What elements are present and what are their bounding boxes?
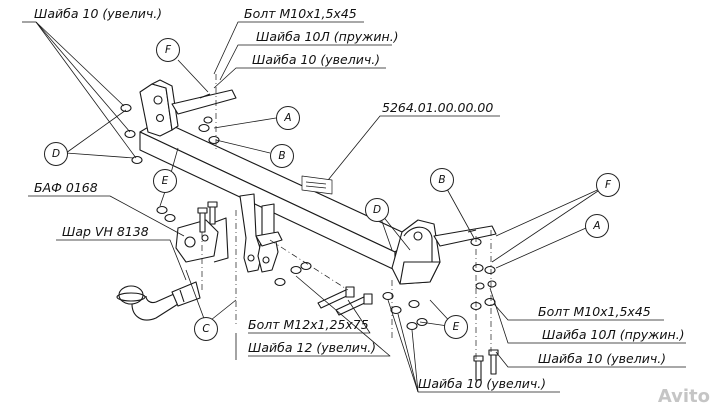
label-ball: Шар VH 8138 (62, 224, 149, 239)
callout-a-top: A (276, 106, 300, 130)
label-washer10-top-left: Шайба 10 (увелич.) (34, 6, 163, 21)
label-spring-washer-bottom: Шайба 10Л (пружин.) (542, 327, 685, 342)
bolt-m10-a (473, 355, 484, 381)
tow-ball (116, 281, 201, 321)
bolt-center-b (197, 207, 208, 233)
label-baf: БАФ 0168 (34, 180, 98, 195)
label-washer10-bottom: Шайба 10 (увелич.) (418, 376, 547, 391)
bolt-m12-a (317, 286, 355, 309)
label-bolt-bottom-right: Болт М10х1,5х45 (538, 304, 651, 319)
callout-a-right: A (585, 214, 609, 238)
label-spring-washer-top: Шайба 10Л (пружин.) (256, 29, 399, 44)
callout-c: C (194, 317, 218, 341)
callout-e-left: E (153, 169, 177, 193)
center-bracket (239, 193, 283, 273)
baf-plate (175, 217, 229, 263)
avito-watermark: Avito (657, 386, 710, 407)
bolt-center-a (207, 201, 218, 225)
washers (120, 103, 497, 331)
label-bolt-bottom-left: Болт М12х1,25х75 (248, 317, 369, 332)
leader-lines (22, 21, 686, 393)
left-bracket (139, 79, 237, 137)
beam-label-plate (301, 175, 333, 195)
label-washer10-top: Шайба 10 (увелич.) (252, 52, 381, 67)
right-bracket (391, 219, 497, 285)
label-part-number: 5264.01.00.00.00 (382, 100, 494, 115)
bolt-m12-b (335, 293, 373, 316)
label-washer12: Шайба 12 (увелич.) (248, 340, 377, 355)
callout-d-right: D (365, 198, 389, 222)
callout-b-right: B (430, 168, 454, 192)
bolt-m10-b (488, 349, 499, 375)
callout-f-top: F (156, 38, 180, 62)
label-washer10-bottom-right: Шайба 10 (увелич.) (538, 351, 667, 366)
callout-e-right: E (444, 315, 468, 339)
callout-b-top: B (270, 144, 294, 168)
label-bolt-top: Болт М10х1,5х45 (244, 6, 357, 21)
callout-d-left: D (44, 142, 68, 166)
callout-f-right: F (596, 173, 620, 197)
